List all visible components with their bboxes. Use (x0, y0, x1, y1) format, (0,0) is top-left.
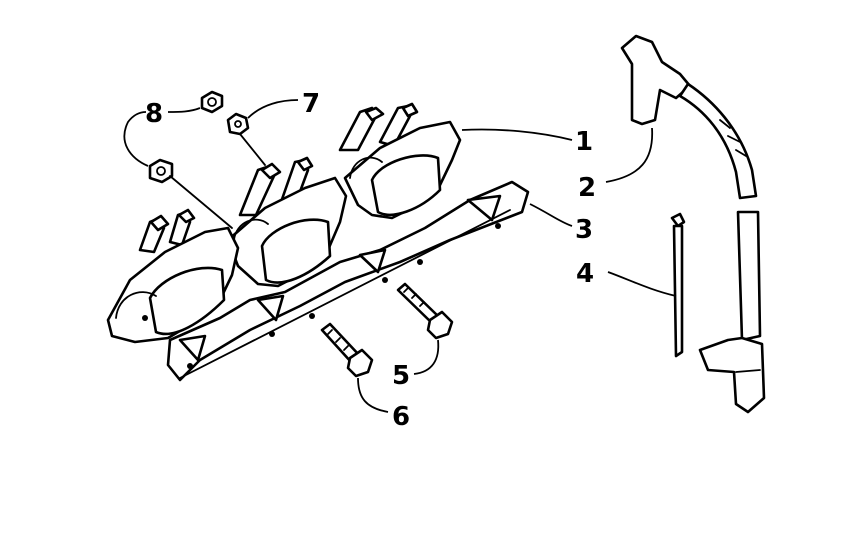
cable-tie (670, 212, 686, 358)
callout-4: 4 (576, 259, 594, 289)
ignition-coil-rear (338, 102, 462, 220)
nut-upper (200, 90, 224, 114)
callout-2: 2 (578, 173, 596, 203)
mounting-bracket (166, 180, 530, 382)
bolt-left (320, 322, 374, 378)
ignition-coil-middle (226, 156, 348, 288)
leader-lines (123, 99, 677, 413)
bolt-right (396, 282, 454, 340)
callout-6: 6 (392, 402, 410, 432)
lock-washer (226, 112, 250, 136)
callout-5: 5 (392, 361, 410, 391)
ignition-coil-front (106, 208, 240, 344)
callout-1: 1 (575, 127, 593, 157)
spark-plug-wire (620, 34, 766, 414)
nut-lower (148, 158, 174, 184)
callout-3: 3 (575, 215, 593, 245)
callout-7: 7 (302, 89, 320, 119)
callout-8: 8 (145, 99, 163, 129)
